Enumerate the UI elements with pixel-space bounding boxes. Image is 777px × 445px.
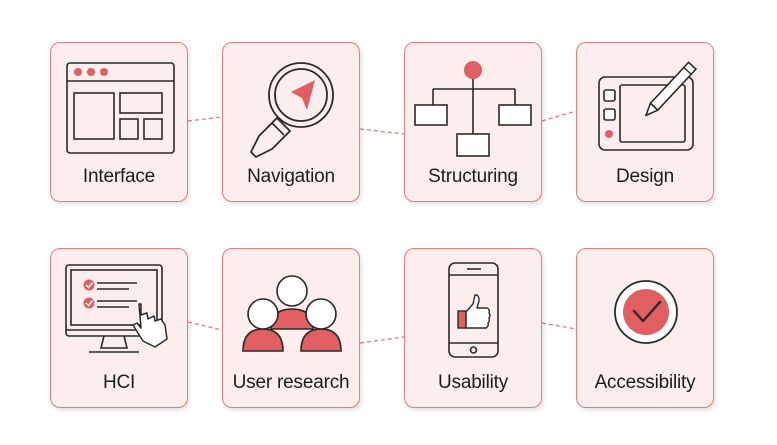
monitor-checklist-icon [65, 264, 168, 353]
check-circle-icon [614, 280, 678, 344]
card-interface: Interface [50, 42, 188, 202]
card-usability: Usability [404, 248, 542, 408]
hierarchy-icon [414, 61, 532, 157]
card-label-structuring: Structuring [428, 166, 518, 187]
card-accessibility: Accessibility [576, 248, 714, 408]
card-label-navigation: Navigation [247, 166, 335, 187]
card-navigation: Navigation [222, 42, 360, 202]
card-structuring: Structuring [404, 42, 542, 202]
phone-thumbs-up-icon [448, 262, 499, 358]
card-label-design: Design [616, 166, 674, 187]
card-label-usability: Usability [438, 372, 508, 393]
card-design: Design [576, 42, 714, 202]
magnifier-cursor-icon [250, 62, 334, 158]
card-user-research: User research [222, 248, 360, 408]
users-group-icon [242, 275, 342, 352]
card-label-hci: HCI [102, 372, 136, 393]
drawing-tablet-icon [598, 61, 698, 151]
card-label-interface: Interface [82, 166, 156, 187]
card-hci: HCI [50, 248, 188, 408]
card-label-user-research: User research [232, 372, 350, 393]
card-label-accessibility: Accessibility [594, 372, 696, 393]
browser-window-icon [66, 62, 175, 154]
